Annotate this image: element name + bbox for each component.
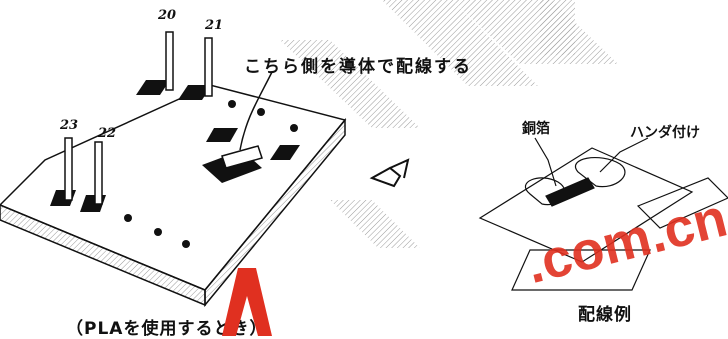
pin-label-20: 20 — [158, 8, 177, 23]
wiring-example — [478, 147, 728, 291]
wiring-leaders — [534, 137, 649, 187]
pin-label-23: 23 — [60, 118, 79, 133]
copper-foil-label: 銅箔 — [522, 121, 550, 137]
watermark-logo-mark — [222, 268, 272, 336]
jumper-wire — [221, 145, 263, 169]
conductor-note: こちら側を導体で配線する — [244, 57, 472, 77]
header-pins — [64, 31, 213, 205]
pin-label-21: 21 — [205, 18, 224, 33]
soldering-label: ハンダ付け — [630, 125, 700, 141]
wiring-example-caption: 配線例 — [578, 305, 632, 325]
background-hatching — [280, 0, 618, 248]
transition-arrow — [369, 158, 410, 188]
board — [0, 84, 347, 308]
pla-caption: （PLAを使用するとき） — [66, 319, 268, 339]
pin-label-22: 22 — [98, 126, 117, 141]
note-leader — [239, 71, 273, 151]
board-holes — [124, 100, 298, 248]
